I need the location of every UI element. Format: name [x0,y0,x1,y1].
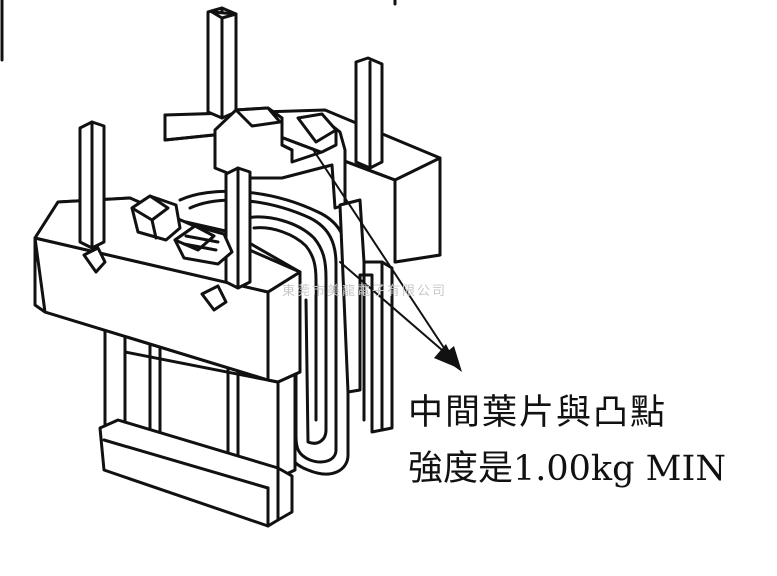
watermark-text: 東莞市美龍電子有限公司 [282,284,448,299]
front-pin-right [200,166,252,312]
bottom-flange [98,418,294,528]
leader-lines [311,147,453,361]
annotation-line-1: 中間葉片與凸點 [408,393,668,433]
arrowhead-lower [434,344,458,368]
front-pin-left [78,120,107,274]
rear-pin-left [206,6,238,120]
wire-loop-inner [244,215,328,445]
terminal-bump-right [173,224,234,266]
rear-pin-right [354,56,384,170]
terminal-bump-left [130,194,182,242]
annotation-line-2: 強度是1.00kg MIN [408,449,726,489]
rear-center-tab [213,106,347,210]
